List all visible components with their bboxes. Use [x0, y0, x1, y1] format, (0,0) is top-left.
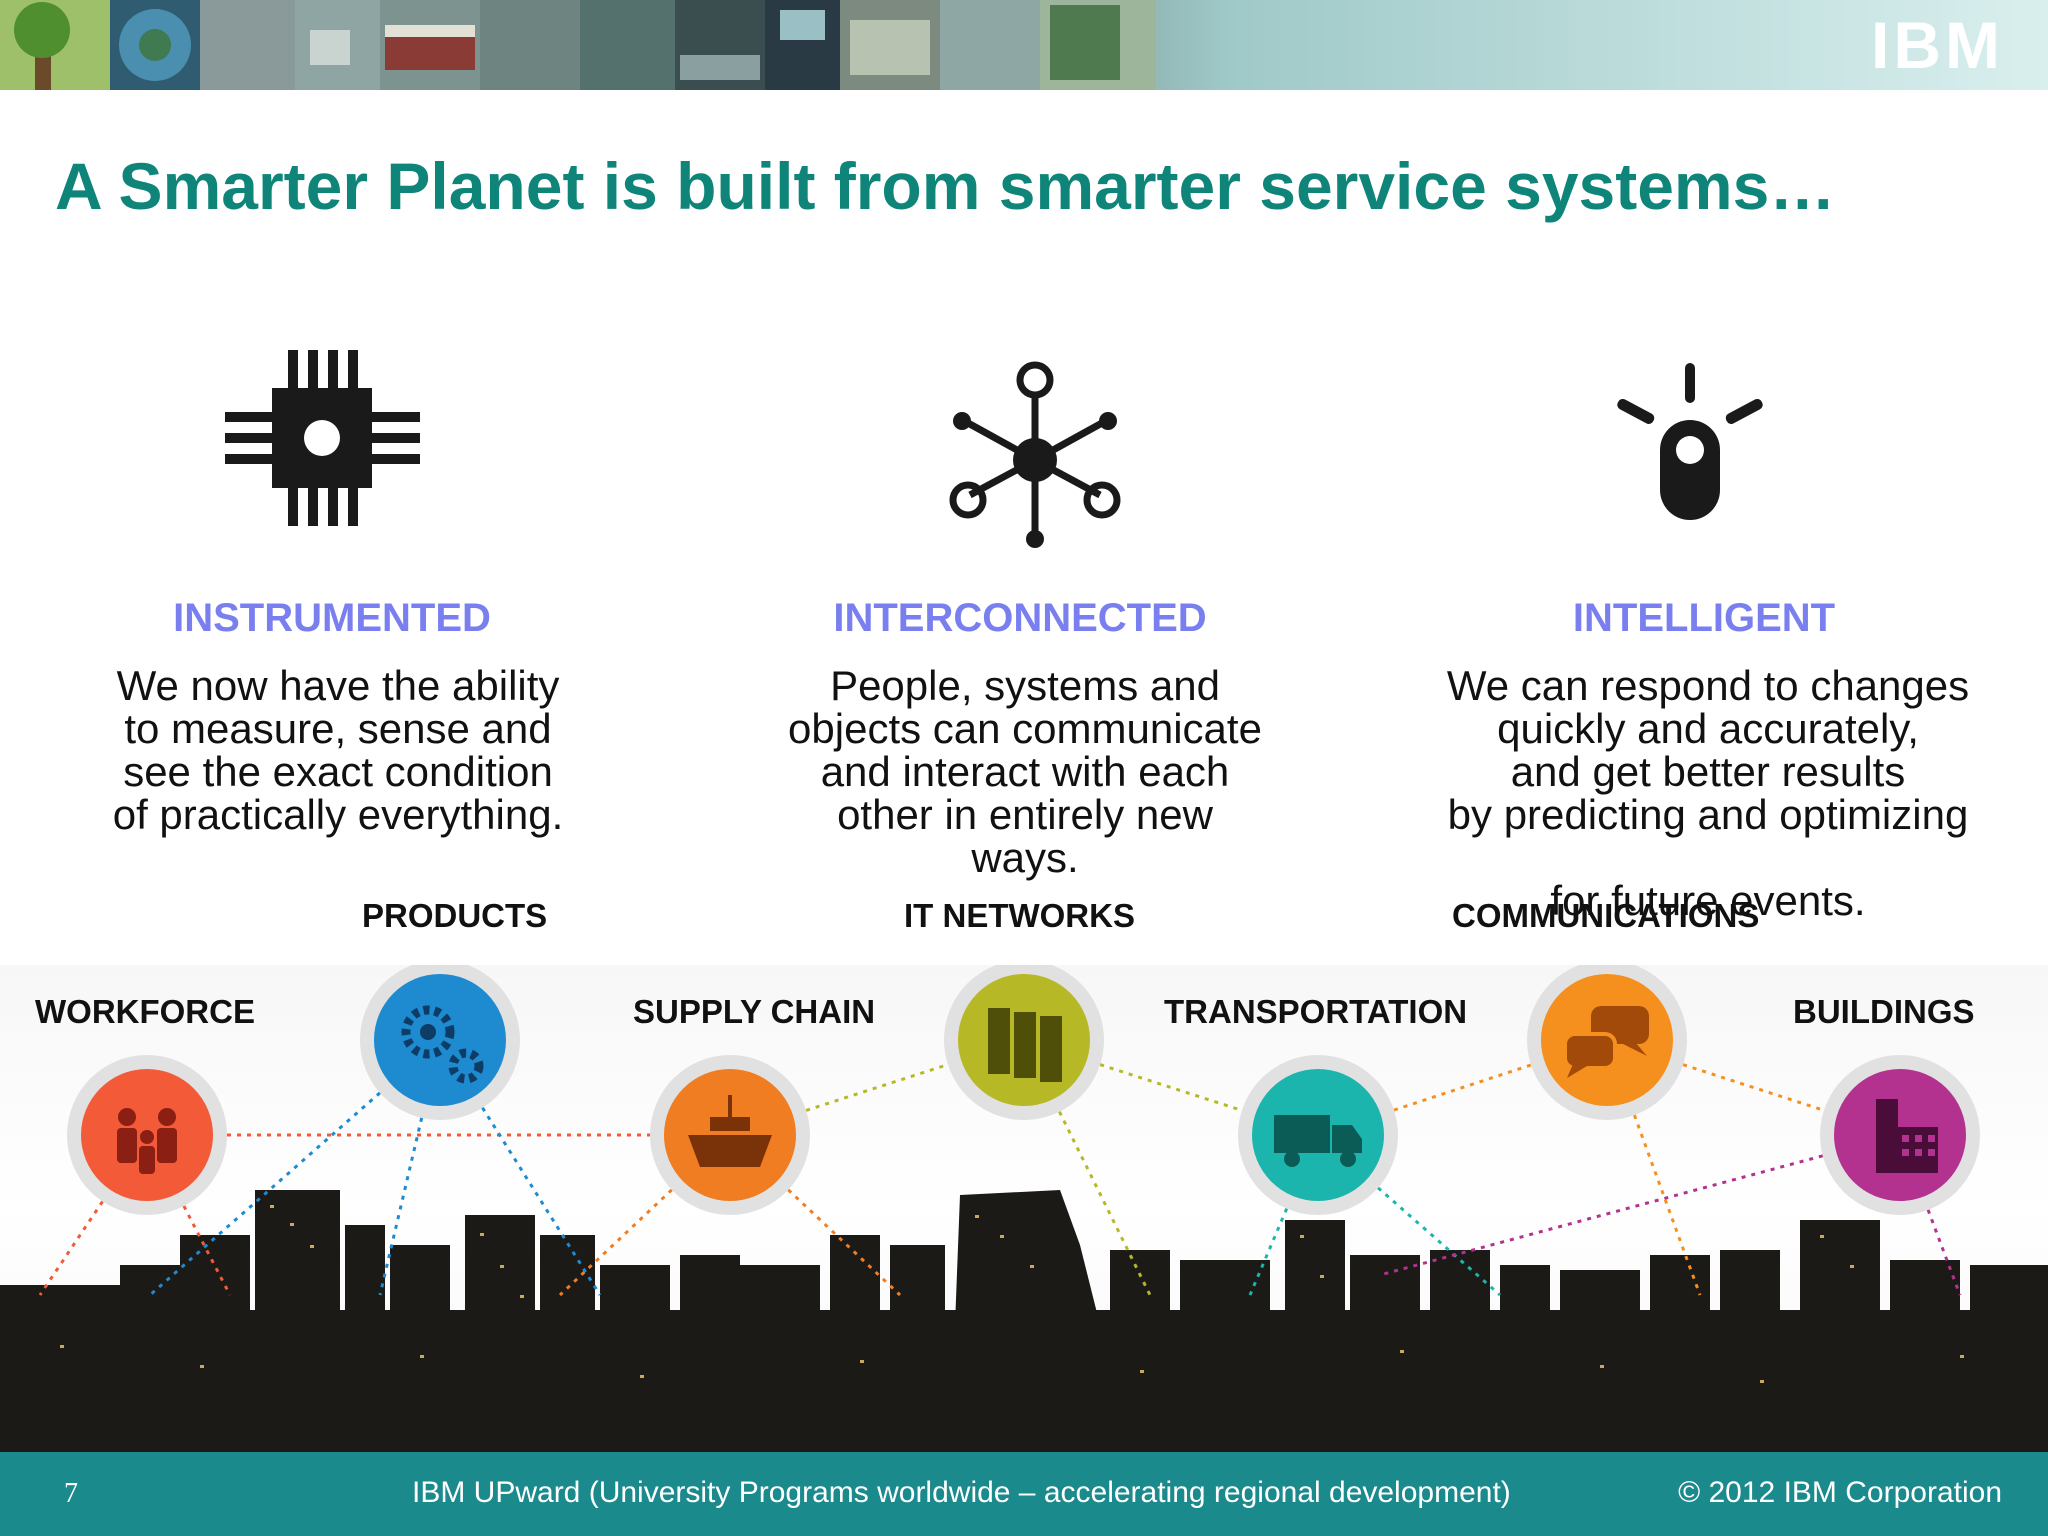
city-network-scene [0, 965, 2048, 1452]
microchip-icon [225, 350, 420, 526]
page-number: 7 [64, 1478, 78, 1509]
description-line: People, systems and [830, 662, 1220, 709]
products-circle [374, 974, 506, 1106]
description-line: to measure, sense and [124, 705, 552, 752]
truck-icon [1274, 1115, 1362, 1167]
supply-chain-node [650, 1055, 810, 1215]
ship-icon [688, 1095, 772, 1167]
description-line: see the exact condition [123, 748, 553, 795]
description-line: ways. [971, 834, 1079, 881]
copyright: © 2012 IBM Corporation [1678, 1476, 2002, 1509]
description-line [1388, 836, 2028, 879]
people-icon [117, 1108, 177, 1174]
description-instrumented: We now have the ability to measure, sens… [18, 664, 658, 836]
communications-node [1527, 965, 1687, 1120]
page-title: A Smarter Planet is built from smarter s… [55, 149, 1836, 223]
network-hub-icon [949, 361, 1121, 548]
city-skyline [0, 1038, 2048, 1452]
label-transportation: TRANSPORTATION [1164, 993, 1468, 1030]
description-interconnected: People, systems and objects can communic… [705, 664, 1345, 879]
description-line: We can respond to changes [1446, 662, 1970, 709]
description-intelligent: We can respond to changes quickly and ac… [1388, 664, 2028, 922]
lightbulb-icon [1617, 363, 1763, 520]
heading-instrumented: INSTRUMENTED [173, 596, 491, 640]
footer-bar: 7 IBM UPward (University Programs worldw… [0, 1452, 2048, 1536]
label-buildings: BUILDINGS [1793, 993, 1975, 1030]
gears-icon [401, 1005, 484, 1084]
description-line: other in entirely new [837, 791, 1213, 838]
transportation-node [1238, 1055, 1398, 1215]
servers-icon [988, 1008, 1062, 1082]
label-it-networks: IT NETWORKS [904, 897, 1135, 934]
label-supply-chain: SUPPLY CHAIN [633, 993, 876, 1030]
heading-interconnected: INTERCONNECTED [833, 596, 1207, 640]
buildings-node [1820, 1055, 1980, 1215]
chat-bubbles-icon [1563, 1006, 1649, 1078]
heading-intelligent: INTELLIGENT [1572, 596, 1836, 640]
description-line: We now have the ability [116, 662, 560, 709]
label-products: PRODUCTS [362, 897, 548, 934]
description-line: for future events. [1550, 877, 1866, 924]
ibm-logo: IBM [1871, 8, 2004, 82]
label-communications: COMMUNICATIONS [1452, 897, 1760, 934]
photo-strip [0, 0, 1156, 90]
label-workforce: WORKFORCE [35, 993, 255, 1030]
description-line: and interact with each [820, 748, 1230, 795]
workforce-node [67, 1055, 227, 1215]
description-line: by predicting and optimizing [1447, 791, 1969, 838]
it-networks-node [944, 965, 1104, 1120]
header-banner: IBM [0, 0, 2048, 90]
description-line: and get better results [1510, 748, 1906, 795]
description-line: objects can communicate [788, 705, 1262, 752]
description-line: quickly and accurately, [1497, 705, 1919, 752]
footer-program-text: IBM UPward (University Programs worldwid… [412, 1476, 1511, 1509]
description-line: of practically everything. [112, 791, 564, 838]
building-icon [1876, 1099, 1938, 1173]
products-node [360, 965, 520, 1120]
